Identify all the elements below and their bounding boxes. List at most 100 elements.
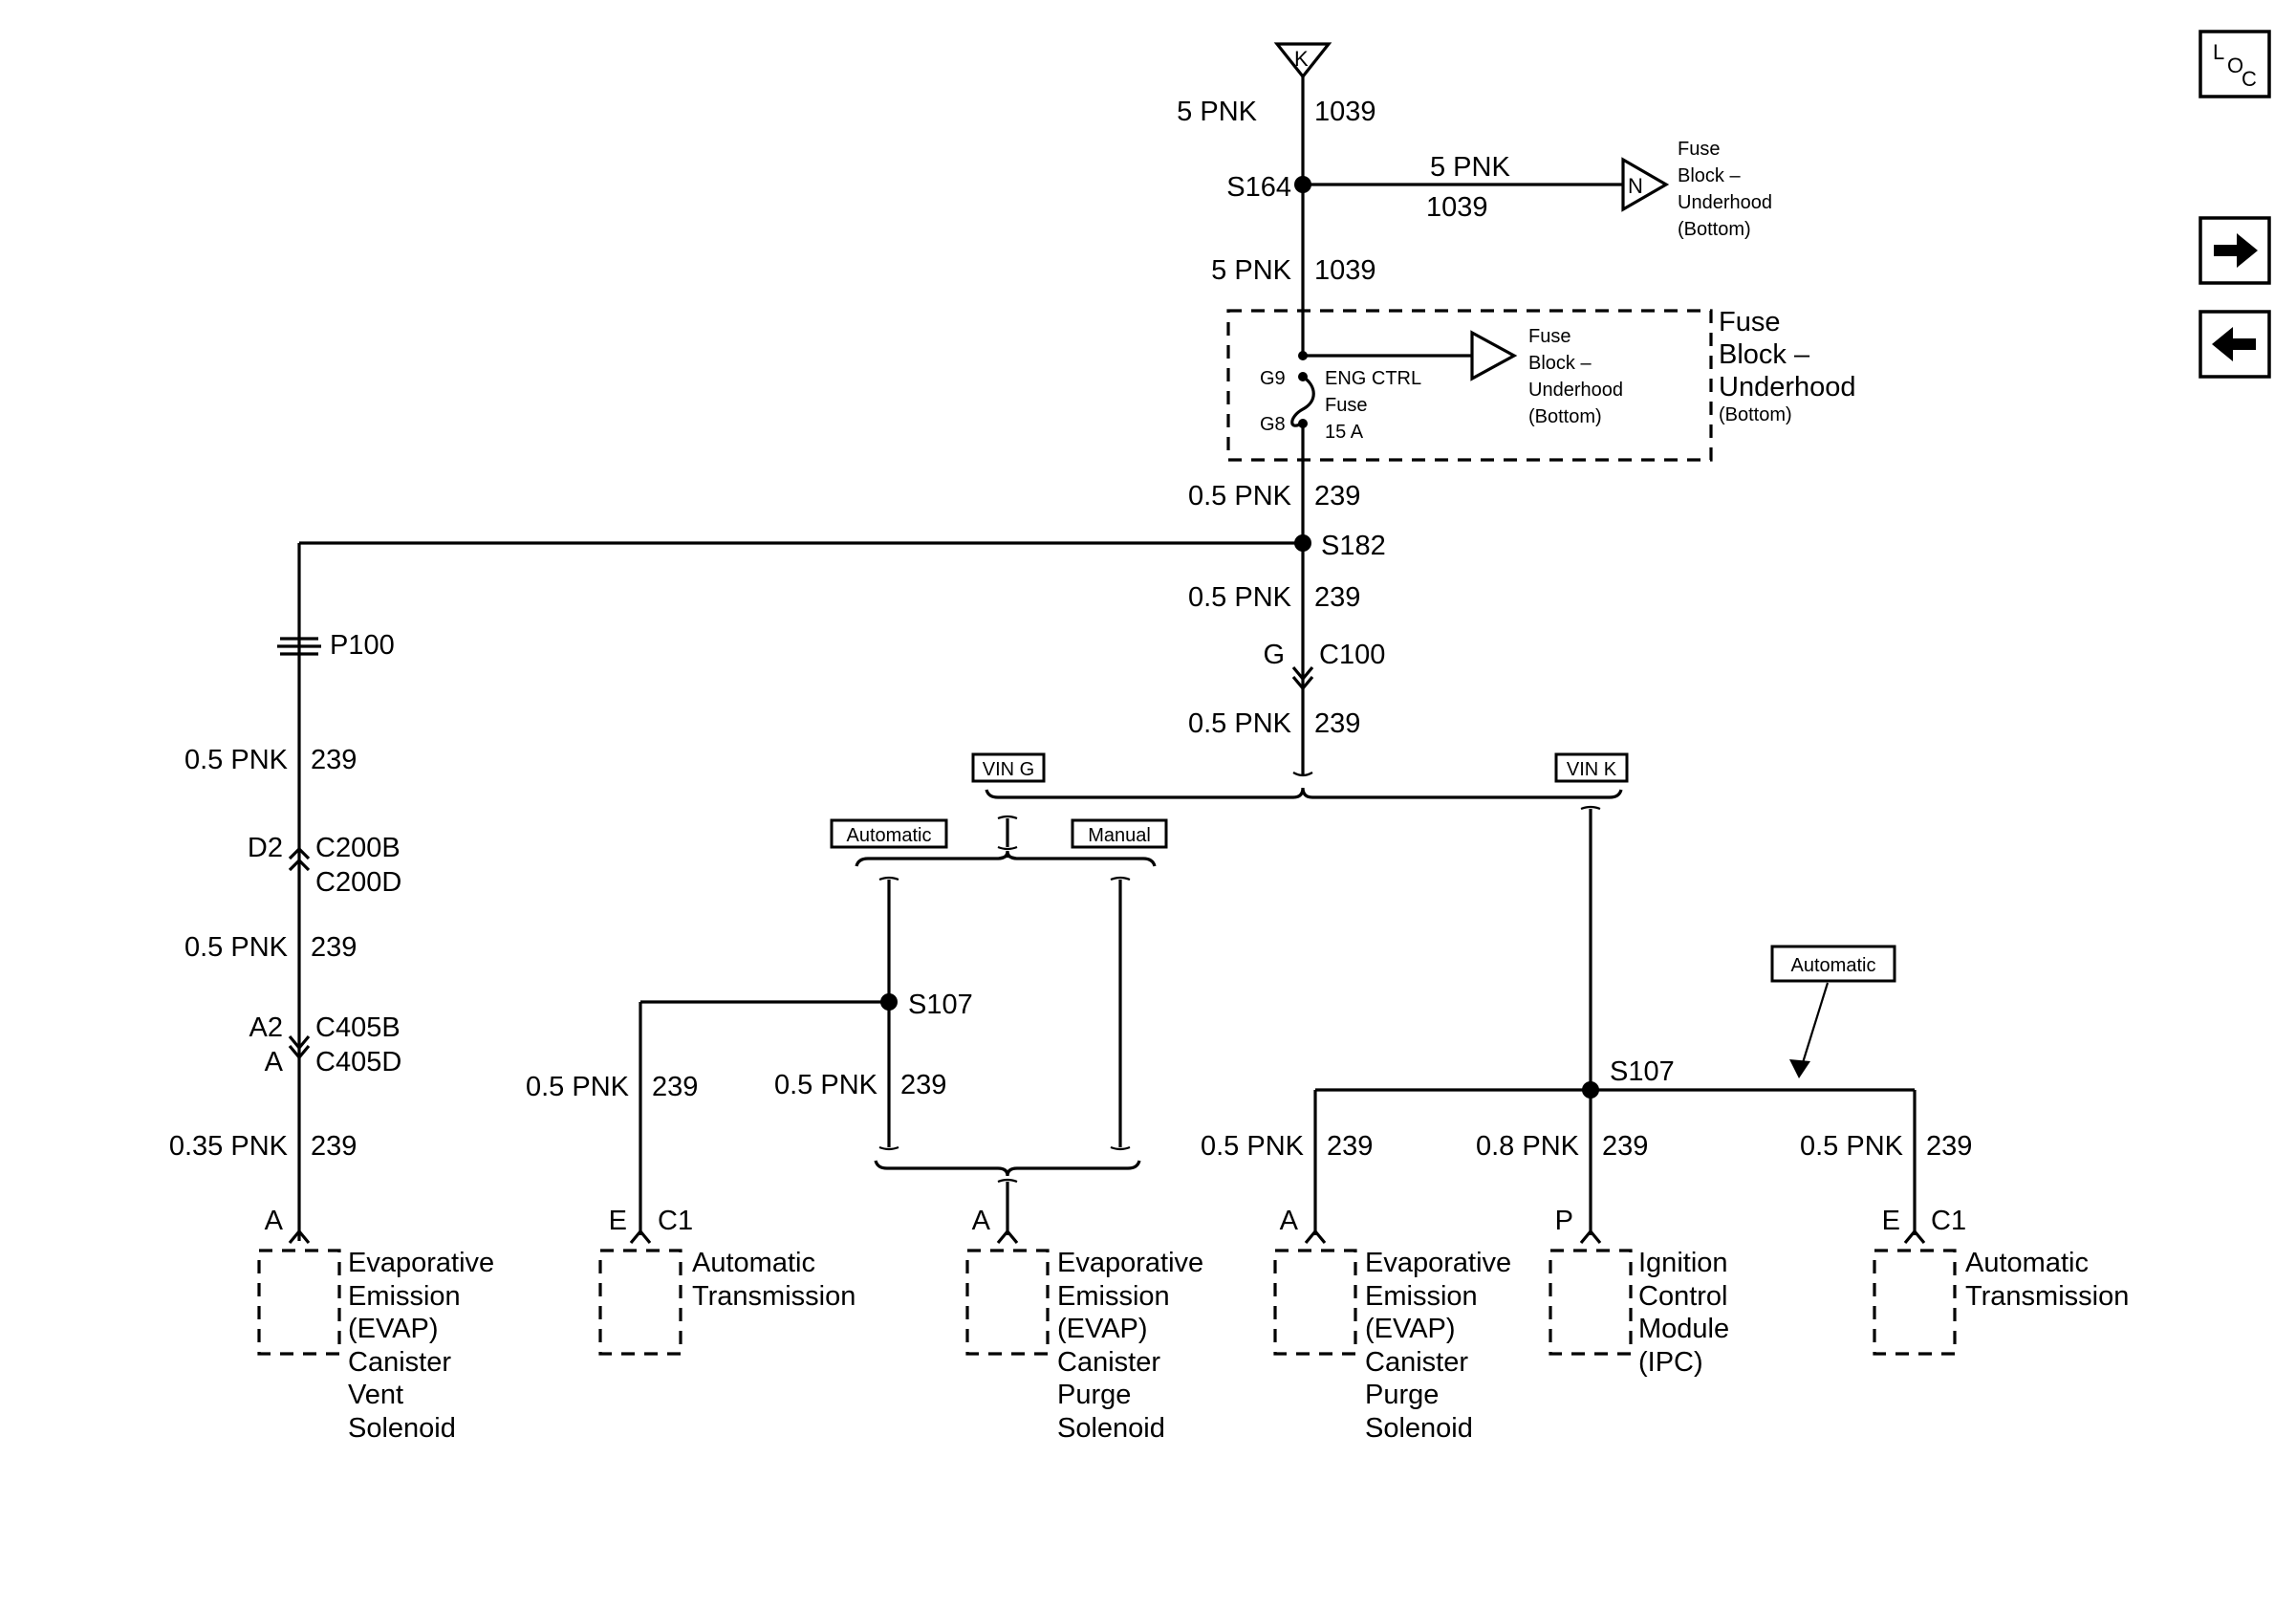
svg-text:(EVAP): (EVAP) bbox=[1057, 1314, 1148, 1344]
component-automatic-transmission-right: E C1 Automatic Transmission bbox=[1873, 1206, 2129, 1356]
svg-text:VIN G: VIN G bbox=[983, 759, 1034, 780]
svg-text:A: A bbox=[265, 1047, 284, 1077]
circuit-number: 239 bbox=[1602, 1131, 1648, 1162]
svg-text:Evaporative: Evaporative bbox=[1365, 1248, 1511, 1278]
next-page-button[interactable] bbox=[2199, 216, 2271, 285]
fuse-symbol bbox=[1290, 375, 1315, 427]
wire-size: 5 PNK bbox=[1430, 152, 1510, 183]
svg-text:Evaporative: Evaporative bbox=[348, 1248, 494, 1278]
circuit-number: 239 bbox=[311, 745, 357, 775]
wire-size: 0.5 PNK bbox=[1201, 1131, 1305, 1162]
svg-text:Solenoid: Solenoid bbox=[1365, 1413, 1473, 1444]
svg-text:L: L bbox=[2213, 40, 2224, 64]
svg-text:C405D: C405D bbox=[315, 1047, 401, 1077]
wire-size: 5 PNK bbox=[1211, 255, 1291, 286]
arrow-right-icon bbox=[2214, 233, 2258, 268]
svg-text:G: G bbox=[1263, 640, 1285, 670]
circuit-number: 239 bbox=[1314, 481, 1360, 511]
wire-size: 0.5 PNK bbox=[526, 1072, 630, 1102]
svg-text:(Bottom): (Bottom) bbox=[1719, 404, 1792, 425]
svg-text:(Bottom): (Bottom) bbox=[1528, 406, 1602, 427]
svg-text:Canister: Canister bbox=[1365, 1347, 1468, 1378]
option-label-automatic-right: Automatic bbox=[1770, 945, 1896, 1078]
svg-text:P: P bbox=[1555, 1206, 1573, 1236]
wire-size: 0.5 PNK bbox=[184, 932, 289, 963]
svg-text:Module: Module bbox=[1638, 1314, 1729, 1344]
connector-p100: P100 bbox=[277, 630, 395, 661]
svg-text:Automatic: Automatic bbox=[692, 1248, 815, 1278]
svg-text:Fuse: Fuse bbox=[1719, 307, 1780, 337]
svg-text:C405B: C405B bbox=[315, 1012, 401, 1043]
svg-text:ENG CTRL: ENG CTRL bbox=[1325, 368, 1421, 389]
svg-text:D2: D2 bbox=[248, 833, 283, 863]
svg-text:Purge: Purge bbox=[1057, 1380, 1131, 1410]
svg-text:Solenoid: Solenoid bbox=[1057, 1413, 1165, 1444]
svg-text:(EVAP): (EVAP) bbox=[1365, 1314, 1456, 1344]
circuit-number: 1039 bbox=[1314, 255, 1376, 286]
svg-text:Emission: Emission bbox=[1365, 1281, 1478, 1312]
wire-size: 0.5 PNK bbox=[1188, 481, 1292, 511]
svg-text:Ignition: Ignition bbox=[1638, 1248, 1728, 1278]
previous-page-button[interactable] bbox=[2199, 310, 2271, 379]
connector-n: N bbox=[1621, 157, 1670, 212]
svg-text:E: E bbox=[609, 1206, 627, 1236]
svg-text:K: K bbox=[1294, 47, 1309, 71]
svg-text:Block –: Block – bbox=[1719, 339, 1810, 370]
svg-text:Underhood: Underhood bbox=[1528, 380, 1623, 401]
svg-text:Fuse: Fuse bbox=[1325, 395, 1367, 416]
svg-text:Underhood: Underhood bbox=[1678, 192, 1772, 213]
svg-text:Block –: Block – bbox=[1678, 165, 1741, 186]
svg-text:E: E bbox=[1882, 1206, 1900, 1236]
svg-text:(Bottom): (Bottom) bbox=[1678, 219, 1751, 240]
wire-size: 0.8 PNK bbox=[1476, 1131, 1580, 1162]
splice-label: S164 bbox=[1226, 172, 1291, 203]
circuit-number: 239 bbox=[900, 1070, 946, 1100]
svg-text:C200D: C200D bbox=[315, 867, 401, 898]
svg-text:Control: Control bbox=[1638, 1281, 1728, 1312]
svg-text:(IPC): (IPC) bbox=[1638, 1347, 1703, 1378]
component-evap-purge-solenoid-left: A Evaporative Emission (EVAP) Canister P… bbox=[965, 1206, 1203, 1444]
svg-text:C1: C1 bbox=[1931, 1206, 1966, 1236]
connector-c405: A2 C405B A C405D bbox=[249, 1012, 402, 1077]
svg-text:Block –: Block – bbox=[1528, 353, 1592, 374]
circuit-number: 1039 bbox=[1314, 97, 1376, 127]
svg-text:Fuse: Fuse bbox=[1528, 326, 1570, 347]
svg-text:15 A: 15 A bbox=[1325, 422, 1364, 443]
wire-size: 0.5 PNK bbox=[1188, 708, 1292, 739]
loc-button[interactable]: L O C bbox=[2199, 30, 2271, 98]
wire-size: 0.35 PNK bbox=[169, 1131, 289, 1162]
wire-size: 0.5 PNK bbox=[1800, 1131, 1904, 1162]
fuse-block-underhood: G9 G8 ENG CTRL Fuse 15 A Fuse Block – Un… bbox=[1226, 307, 1856, 462]
svg-text:C100: C100 bbox=[1319, 640, 1385, 670]
connector-c100: G C100 bbox=[1263, 640, 1385, 691]
svg-text:C200B: C200B bbox=[315, 833, 401, 863]
splice-label: S107 bbox=[1610, 1056, 1675, 1087]
svg-text:A: A bbox=[265, 1206, 284, 1236]
component-evap-purge-solenoid-right: A Evaporative Emission (EVAP) Canister P… bbox=[1273, 1206, 1511, 1444]
circuit-number: 239 bbox=[1314, 708, 1360, 739]
component-evap-vent-solenoid: A Evaporative Emission (EVAP) Canister V… bbox=[257, 1206, 494, 1444]
svg-text:Emission: Emission bbox=[1057, 1281, 1170, 1312]
svg-text:Automatic: Automatic bbox=[1965, 1248, 2089, 1278]
connector-c200: D2 C200B C200D bbox=[248, 833, 401, 898]
location-icon: L O C bbox=[2213, 40, 2257, 91]
connector-k: K bbox=[1273, 42, 1332, 79]
svg-text:Automatic: Automatic bbox=[847, 825, 932, 846]
arrow-left-icon bbox=[2212, 327, 2256, 361]
splice-label: S182 bbox=[1321, 531, 1386, 561]
splice-label: S107 bbox=[908, 990, 973, 1020]
wire-size: 0.5 PNK bbox=[184, 745, 289, 775]
svg-text:Manual: Manual bbox=[1088, 825, 1151, 846]
svg-text:Transmission: Transmission bbox=[1965, 1281, 2129, 1312]
wire-size: 0.5 PNK bbox=[1188, 582, 1292, 613]
svg-text:G9: G9 bbox=[1260, 368, 1286, 389]
svg-text:N: N bbox=[1628, 174, 1643, 198]
svg-text:Canister: Canister bbox=[348, 1347, 451, 1378]
svg-text:Canister: Canister bbox=[1057, 1347, 1160, 1378]
circuit-number: 239 bbox=[1314, 582, 1360, 613]
wire-size: 0.5 PNK bbox=[774, 1070, 878, 1100]
svg-text:Emission: Emission bbox=[348, 1281, 461, 1312]
wire-size: 5 PNK bbox=[1177, 97, 1257, 127]
circuit-number: 239 bbox=[1327, 1131, 1373, 1162]
